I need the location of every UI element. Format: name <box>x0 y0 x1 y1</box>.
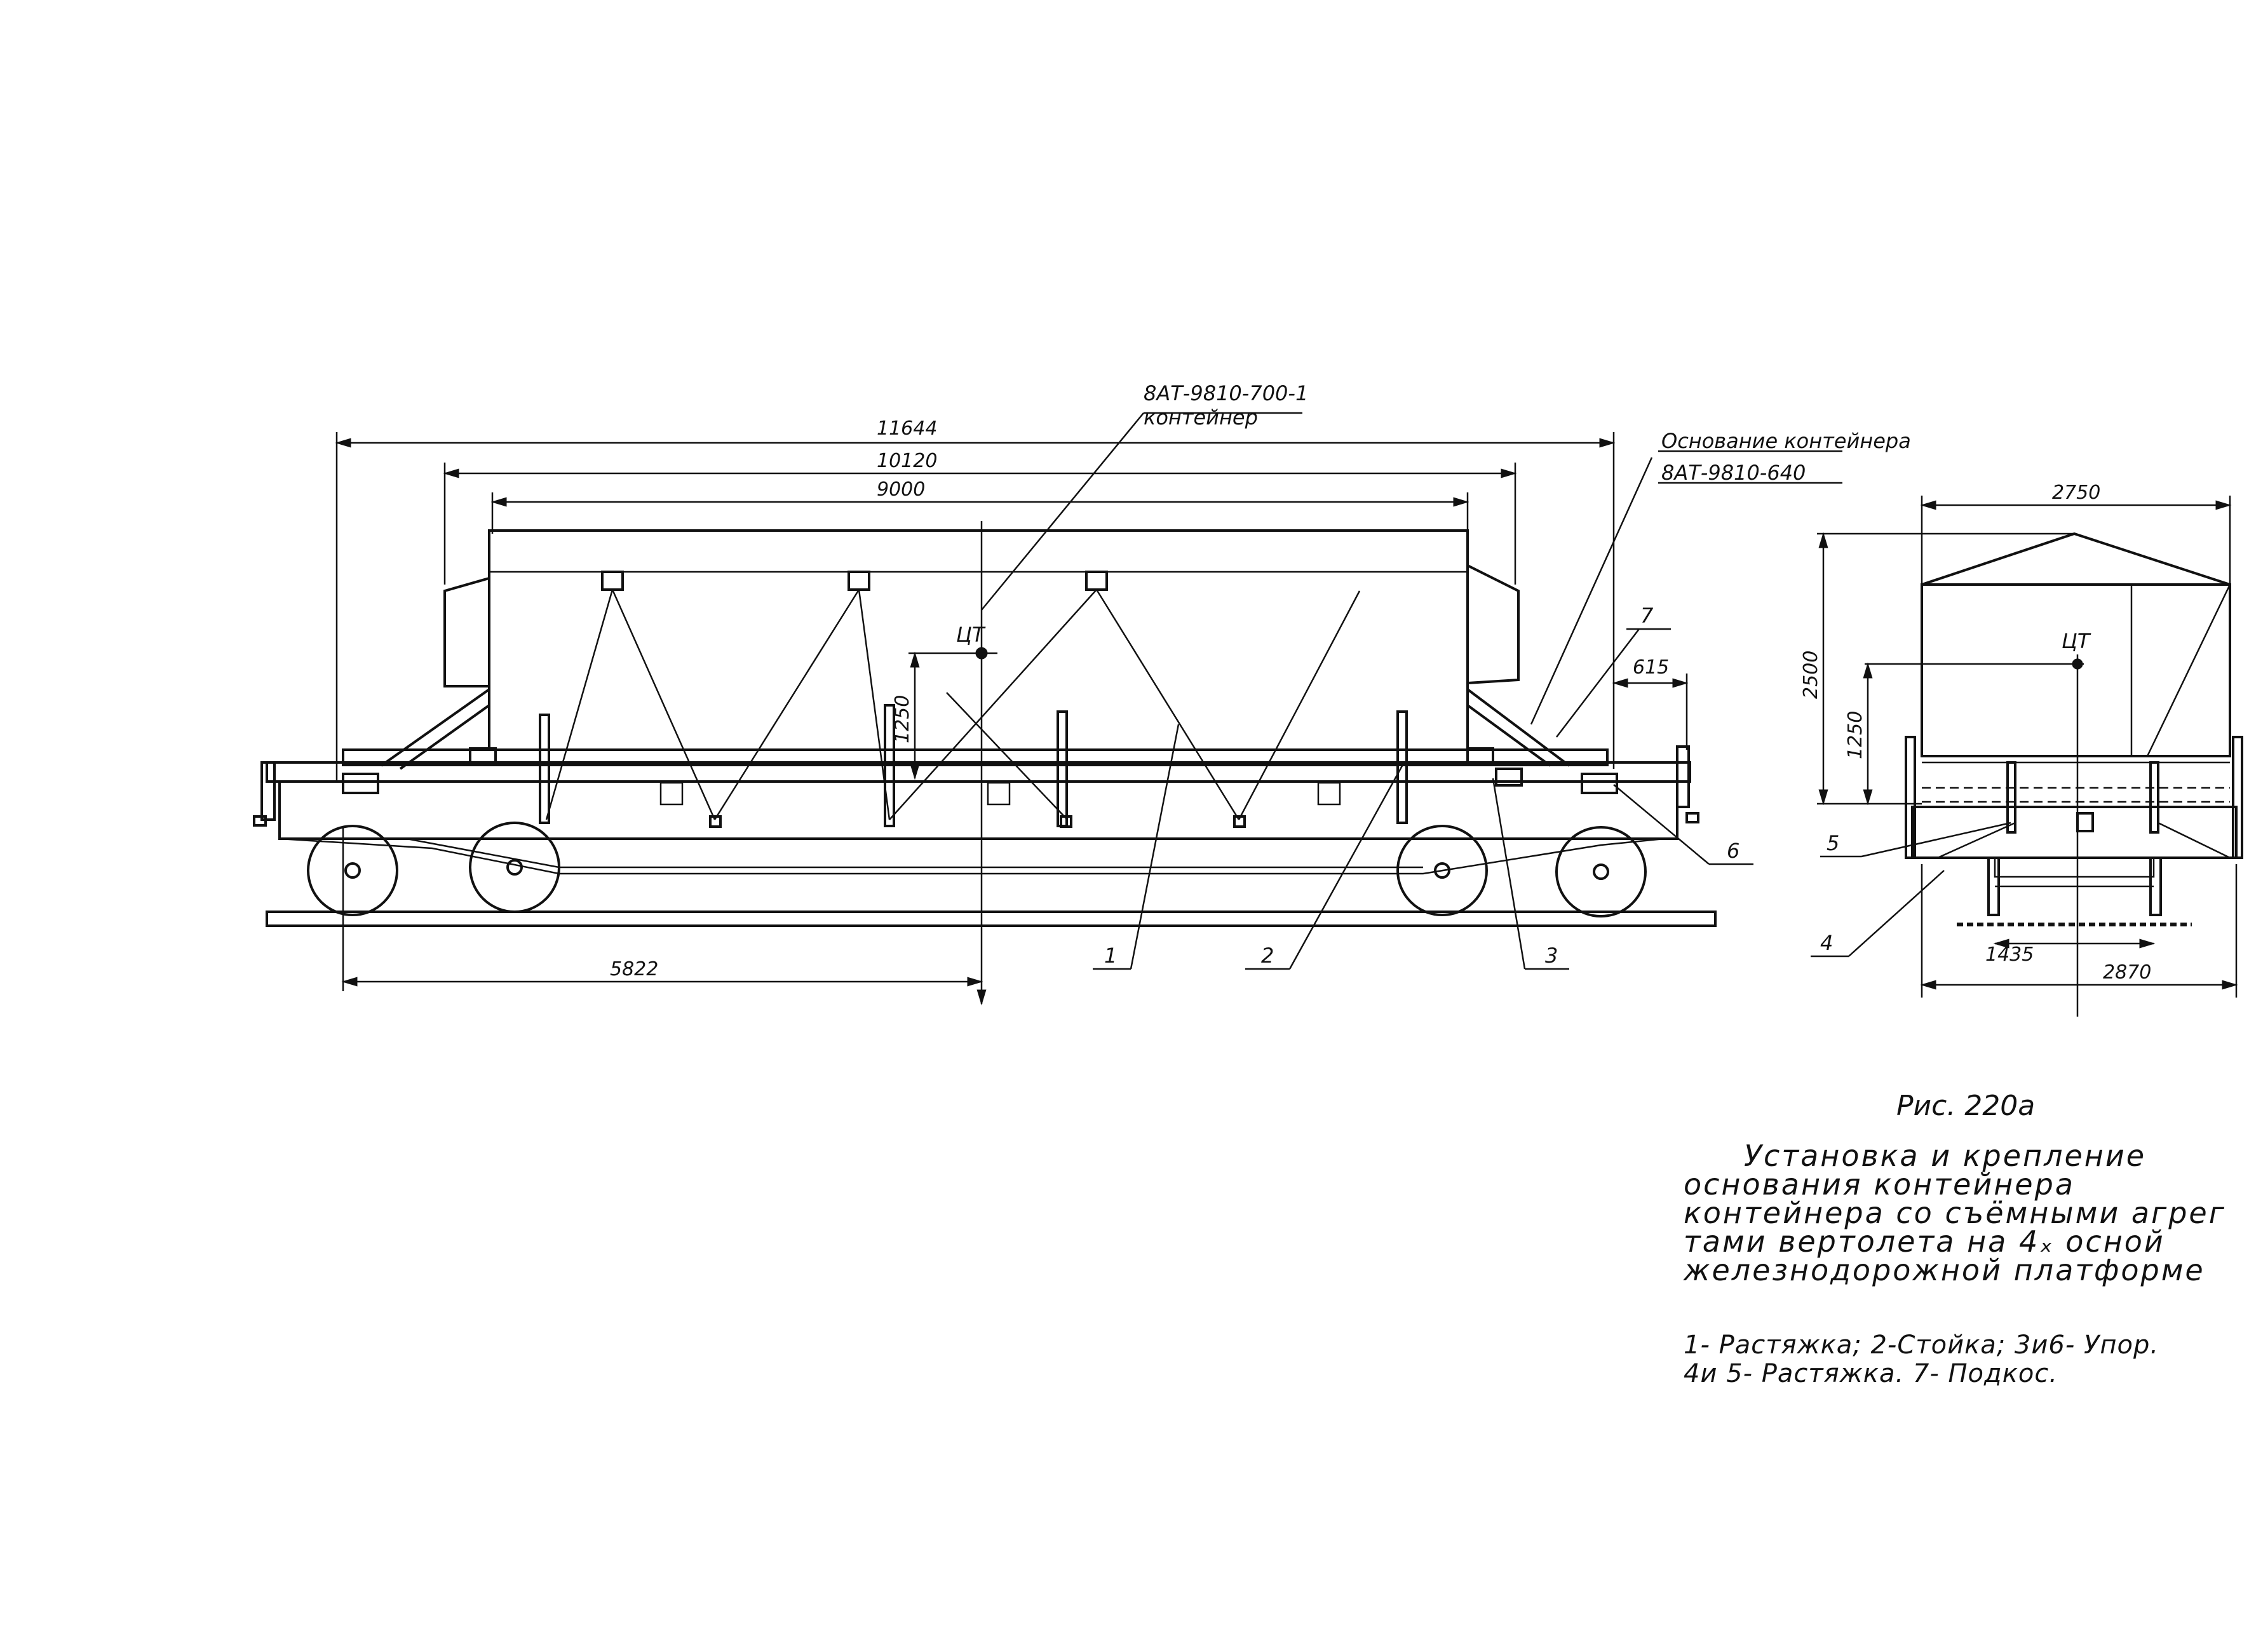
caption-line-2: основания контейнера <box>1684 1167 2075 1202</box>
stop-left <box>342 773 379 794</box>
end-cg: ЦТ <box>1865 629 2091 1017</box>
base-leader: Основание контейнера 8АТ-9810-640 <box>1530 429 1911 725</box>
container-code: 8АТ-9810-700-1 <box>1144 381 1308 405</box>
dim-end-width: 2750 <box>1920 482 2232 585</box>
dim-strut-offset: 615 <box>1612 656 1689 750</box>
cg-label: ЦТ <box>956 623 986 647</box>
rail <box>266 911 1717 927</box>
dim-10120: 10120 <box>877 450 937 472</box>
dim-end-cg-height: 1250 <box>1844 662 1873 806</box>
caption-line-3: контейнера со съёмными агрег <box>1684 1196 2226 1230</box>
dim-track-gauge: 1435 <box>1985 938 2156 966</box>
stakes <box>539 704 1408 827</box>
dim-2500: 2500 <box>1800 651 1822 699</box>
dim-platform-width: 2870 <box>1920 864 2238 998</box>
callout-5: 5 <box>1820 822 2011 858</box>
legend: 1- Растяжка; 2-Стойка; 3и6- Упор. 4и 5- … <box>1684 1330 2159 1388</box>
dim-cg-height: 1250 <box>891 651 920 780</box>
callout-1: 1 <box>1093 724 1180 970</box>
dim-2870: 2870 <box>2103 961 2151 984</box>
dim-11644: 11644 <box>877 417 937 440</box>
end-bogie <box>1957 856 2192 926</box>
platform-frame <box>253 745 1699 875</box>
caption-line-4: тами вертолета на 4ₓ осной <box>1684 1224 2165 1259</box>
dim-1435: 1435 <box>1985 944 2034 966</box>
dim-9000: 9000 <box>877 478 925 501</box>
container-name: контейнер <box>1144 405 1258 430</box>
figure-number: Рис. 220а <box>1896 1090 2035 1122</box>
end-view: ЦТ 2750 2500 1250 1435 2870 <box>1800 482 2243 1017</box>
container-leader: 8АТ-9810-700-1 контейнер <box>981 381 1308 611</box>
callout-4: 4 <box>1811 870 1945 958</box>
callout-7-label: 7 <box>1640 604 1654 628</box>
caption: Рис. 220а Установка и крепление основани… <box>1683 1090 2226 1287</box>
lashings <box>545 589 1361 828</box>
callout-4-label: 4 <box>1820 931 1833 955</box>
dim-container-body-length: 9000 <box>490 478 1469 534</box>
dim-overall-length: 11644 <box>335 417 1616 782</box>
dim-1250-end: 1250 <box>1844 711 1867 759</box>
side-view: ЦТ 11644 10120 9000 1250 5822 <box>253 381 1911 1006</box>
callout-7: 7 <box>1556 604 1671 738</box>
wheelset-right <box>1396 825 1647 917</box>
stop-right <box>1495 768 1618 794</box>
wheelset-left <box>307 822 560 916</box>
dim-5822: 5822 <box>610 958 658 980</box>
callout-2: 2 <box>1245 762 1405 970</box>
dim-container-length: 10120 <box>443 450 1517 585</box>
base-code: 8АТ-9810-640 <box>1661 461 1806 485</box>
legend-line-1: 1- Растяжка; 2-Стойка; 3и6- Упор. <box>1684 1330 2159 1360</box>
callout-2-label: 2 <box>1261 944 1274 968</box>
callout-6-label: 6 <box>1727 839 1739 863</box>
strut-right <box>1466 688 1570 767</box>
callout-6: 6 <box>1613 784 1753 865</box>
center-of-gravity: ЦТ <box>908 521 997 1006</box>
callout-5-label: 5 <box>1827 831 1839 855</box>
callout-1-label: 1 <box>1104 944 1117 968</box>
end-platform <box>1905 736 2243 859</box>
callout-3-label: 3 <box>1545 944 1558 968</box>
strut-left <box>380 688 490 770</box>
dim-1250-side: 1250 <box>891 695 914 743</box>
dim-615: 615 <box>1633 656 1669 679</box>
dim-cg-from-end: 5822 <box>341 826 983 991</box>
caption-line-1: Установка и крепление <box>1744 1139 2146 1173</box>
base-name: Основание контейнера <box>1661 429 1911 453</box>
dim-2750: 2750 <box>2052 482 2100 504</box>
legend-line-2: 4и 5- Растяжка. 7- Подкос. <box>1684 1359 2058 1388</box>
end-cg-label: ЦТ <box>2062 629 2091 653</box>
callout-3: 3 <box>1492 778 1569 970</box>
caption-line-5: железнодорожной платформе <box>1683 1253 2205 1287</box>
container-base <box>342 747 1609 806</box>
